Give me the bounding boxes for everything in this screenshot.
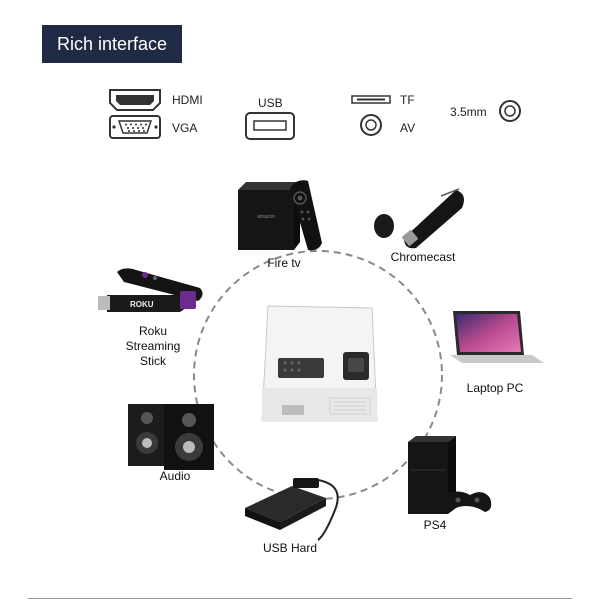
usb-hard-drive-image — [245, 478, 339, 541]
hdmi-port-icon — [109, 89, 161, 111]
roku-image: ROKU — [98, 268, 203, 312]
tf-slot-icon — [351, 95, 391, 104]
section-title: Rich interface — [56, 33, 168, 54]
roku-brand: ROKU — [130, 300, 154, 309]
ps4-label: PS4 — [423, 518, 447, 532]
chromecast-label: Chromecast — [390, 250, 456, 264]
chromecast-image — [374, 188, 464, 249]
vga-port-icon — [109, 115, 161, 139]
projector-image — [261, 305, 378, 422]
av-jack-icon — [360, 114, 382, 136]
tf-label: TF — [400, 93, 415, 107]
audio-jack-icon — [499, 100, 521, 122]
laptop-image — [450, 311, 544, 363]
fire-tv-label: Fire tv — [267, 256, 301, 270]
av-label: AV — [400, 121, 416, 135]
hdmi-label: HDMI — [172, 93, 203, 107]
section-banner: Rich interface — [42, 25, 182, 63]
roku-label-line-3: Stick — [139, 354, 166, 368]
usb-port-icon — [245, 112, 295, 140]
usb-label: USB — [258, 96, 283, 110]
audio-label: Audio — [159, 469, 191, 483]
laptop-label: Laptop PC — [466, 381, 524, 395]
audio-speakers-image — [128, 404, 214, 470]
bottom-divider — [28, 598, 572, 599]
audio-jack-label: 3.5mm — [450, 105, 487, 119]
fire-tv-image: amazon — [238, 180, 322, 251]
roku-label-line-2: Streaming — [125, 339, 181, 353]
roku-label-line-1: Roku — [138, 324, 167, 338]
roku-label: Roku Streaming Stick — [118, 324, 188, 369]
vga-label: VGA — [172, 121, 198, 135]
usb-hard-label: USB Hard — [262, 541, 318, 555]
ps4-image — [408, 436, 492, 514]
fire-tv-brand: amazon — [257, 214, 275, 220]
